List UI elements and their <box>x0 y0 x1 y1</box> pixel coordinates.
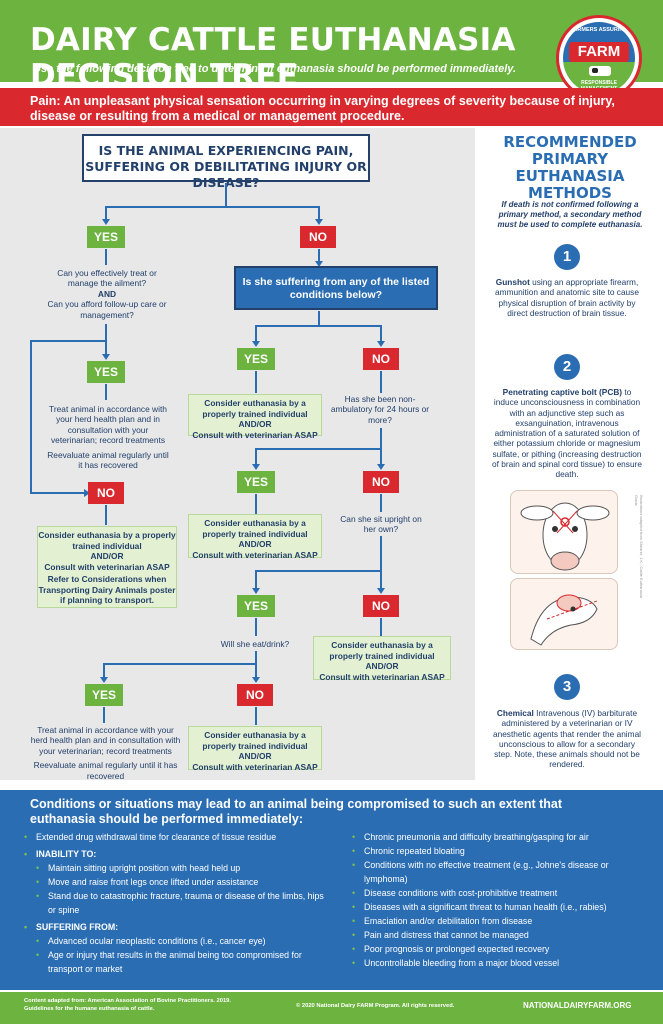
consider-box-4: Consider euthanasia by a properly traine… <box>313 636 451 682</box>
method-3-name: Chemical <box>496 708 534 718</box>
method-1: Gunshot using an appropriate firearm, am… <box>492 277 642 318</box>
yes-pain: YES <box>87 226 125 248</box>
condition-item: Emaciation and/or debilitation from dise… <box>352 914 652 928</box>
consider-box-2: Consider euthanasia by a properly traine… <box>188 394 322 440</box>
q-upright: Can she sit upright on her own? <box>340 514 422 535</box>
condition-item: Chronic repeated bloating <box>352 844 652 858</box>
no-manage: NO <box>88 482 124 504</box>
method-3-number: 3 <box>554 674 580 700</box>
condition-item: Diseases with a significant threat to hu… <box>352 900 652 914</box>
no-pain: NO <box>300 226 336 248</box>
and-or-text: AND/OR <box>365 661 399 671</box>
footer-bar <box>0 992 663 1024</box>
pain-definition: Pain: An unpleasant physical sensation o… <box>0 88 663 126</box>
consider-text: Consider euthanasia by a properly traine… <box>202 518 308 539</box>
method-3: Chemical Intravenous (IV) barbiturate ad… <box>492 708 642 770</box>
q-nonamb: Has she been non-ambulatory for 24 hours… <box>330 394 430 425</box>
yes-eat: YES <box>85 684 123 706</box>
condition-item: Age or injury that results in the animal… <box>24 948 334 976</box>
q-and: AND <box>97 288 117 299</box>
conditions-left-list: Extended drug withdrawal time for cleara… <box>24 830 334 976</box>
and-or-text: AND/OR <box>238 539 272 549</box>
footer-site-link[interactable]: NATIONALDAIRYFARM.ORG <box>523 1001 632 1010</box>
q-conditions: Is she suffering from any of the listed … <box>234 266 438 310</box>
method-2-number: 2 <box>554 354 580 380</box>
treat-text-1: Treat animal in accordance with your her… <box>49 404 167 446</box>
treat-text-2: Treat animal in accordance with your her… <box>30 725 181 756</box>
logo-farm-text: FARM <box>569 42 629 62</box>
q-eat: Will she eat/drink? <box>220 639 290 649</box>
consult-text: Consult with veterinarian ASAP <box>192 429 318 440</box>
condition-item: Pain and distress that cannot be managed <box>352 928 652 942</box>
and-or-text: AND/OR <box>90 551 124 561</box>
consider-box-5: Consider euthanasia by a properly traine… <box>188 726 322 772</box>
q-afford: Can you afford follow-up care or managem… <box>47 299 167 320</box>
page-subtitle: Use the following decision tree to deter… <box>33 63 517 75</box>
conditions-right-list: Chronic pneumonia and difficulty breathi… <box>352 830 652 970</box>
methods-title: RECOMMENDED PRIMARY EUTHANASIA METHODS <box>503 133 637 202</box>
q-manage-block: Can you effectively treat or manage the … <box>47 268 167 320</box>
method-1-number: 1 <box>554 244 580 270</box>
consult-text: Consult with veterinarian ASAP <box>192 549 318 560</box>
pain-label: Pain: <box>30 94 61 108</box>
cow-head-side-illustration <box>510 578 618 650</box>
condition-heading: SUFFERING FROM: <box>24 920 334 934</box>
main-question: IS THE ANIMAL EXPERIENCING PAIN, SUFFERI… <box>82 134 370 190</box>
condition-item: Poor prognosis or prolonged expected rec… <box>352 942 652 956</box>
consult-text: Consult with veterinarian ASAP <box>44 561 170 572</box>
condition-item: Maintain sitting upright position with h… <box>24 861 334 875</box>
reevaluate-2: Reevaluate animal regularly until it has… <box>33 760 178 781</box>
method-2: Penetrating captive bolt (PCB) to induce… <box>492 387 642 480</box>
illustration-credit: Illustrations adapted from Shearer, J.K.… <box>634 495 644 598</box>
methods-note: If death is not confirmed following a pr… <box>497 200 643 229</box>
logo-top-text: FARMERS ASSURING <box>570 27 628 33</box>
refer-text: Refer to Considerations when Transportin… <box>38 574 176 605</box>
footer-source: Content adapted from: American Associati… <box>24 998 232 1012</box>
consider-text: Consider euthanasia by a properly traine… <box>202 398 308 419</box>
method-2-name: Penetrating captive bolt (PCB) <box>502 387 623 397</box>
footer-copyright: © 2020 National Dairy FARM Program. All … <box>296 1003 455 1009</box>
header-bar <box>0 0 663 82</box>
condition-heading: INABILITY TO: <box>24 847 334 861</box>
consider-box-1: Consider euthanasia by a properly traine… <box>37 526 177 608</box>
and-or-text: AND/OR <box>238 751 272 761</box>
yes-nonamb: YES <box>237 471 275 493</box>
condition-item: Chronic pneumonia and difficulty breathi… <box>352 830 652 844</box>
condition-item: Move and raise front legs once lifted un… <box>24 875 334 889</box>
yes-manage: YES <box>87 361 125 383</box>
condition-item: Extended drug withdrawal time for cleara… <box>24 830 334 844</box>
no-eat: NO <box>237 684 273 706</box>
no-conditions: NO <box>363 348 399 370</box>
method-1-name: Gunshot <box>495 277 530 287</box>
consult-text: Consult with veterinarian ASAP <box>319 671 445 682</box>
q-manage: Can you effectively treat or manage the … <box>57 268 157 289</box>
treat-block-1: Treat animal in accordance with your her… <box>46 404 170 470</box>
condition-item: Stand due to catastrophic fracture, trau… <box>24 889 334 917</box>
condition-item: Conditions with no effective treatment (… <box>352 858 652 886</box>
consult-text: Consult with veterinarian ASAP <box>192 761 318 772</box>
yes-conditions: YES <box>237 348 275 370</box>
method-2-text: to induce unconsciousness in combination… <box>492 387 642 480</box>
cow-icon <box>589 66 611 76</box>
method-3-text: Intravenous (IV) barbiturate administere… <box>492 708 642 770</box>
condition-item: Uncontrollable bleeding from a major blo… <box>352 956 652 970</box>
no-upright: NO <box>363 595 399 617</box>
consider-text: Consider euthanasia by a properly traine… <box>329 640 435 661</box>
cow-head-front-illustration <box>510 490 618 574</box>
no-nonamb: NO <box>363 471 399 493</box>
reevaluate-1: Reevaluate animal regularly until it has… <box>47 449 169 471</box>
yes-upright: YES <box>237 595 275 617</box>
condition-item: Disease conditions with cost-prohibitive… <box>352 886 652 900</box>
pain-text: An unpleasant physical sensation occurri… <box>30 94 615 123</box>
method-1-text: using an appropriate firearm, ammunition… <box>495 277 639 318</box>
consider-text: Consider euthanasia by a properly traine… <box>202 730 308 751</box>
condition-item: Advanced ocular neoplastic conditions (i… <box>24 934 334 948</box>
consider-box-3: Consider euthanasia by a properly traine… <box>188 514 322 560</box>
treat-block-2: Treat animal in accordance with your her… <box>28 725 183 781</box>
conditions-heading: Conditions or situations may lead to an … <box>30 797 563 826</box>
and-or-text: AND/OR <box>238 419 272 429</box>
consider-text: Consider euthanasia by a properly traine… <box>38 530 176 551</box>
